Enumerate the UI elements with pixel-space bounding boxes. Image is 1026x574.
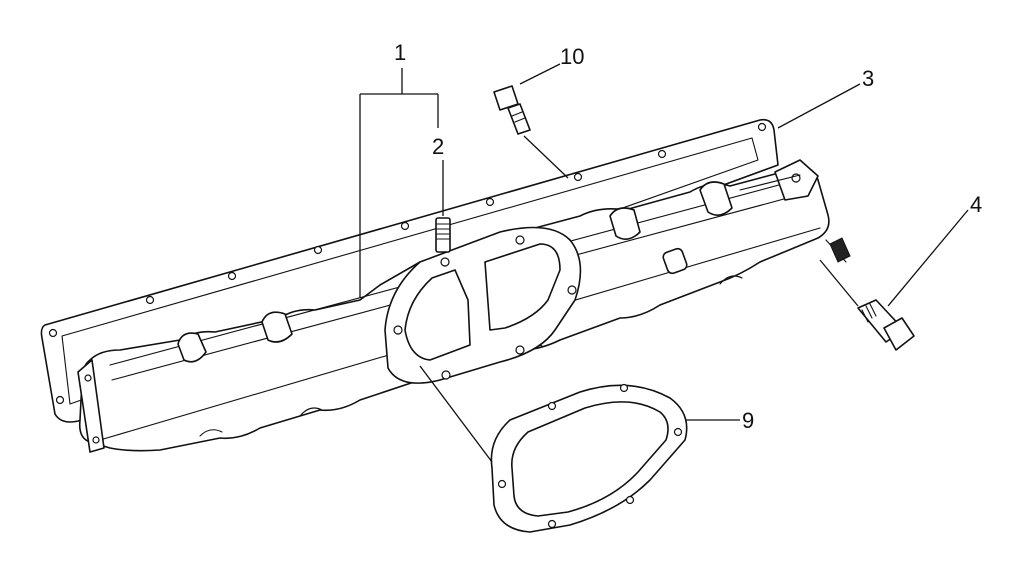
callout-9: 9 [742,408,754,433]
callout-3: 3 [862,66,874,91]
inlet-flange [384,226,582,384]
stud-part-2 [435,217,451,253]
bolt-part-4 [857,299,915,351]
callout-4: 4 [970,192,982,217]
gasket-part-9 [490,383,688,533]
callout-10: 10 [560,44,584,69]
callout-2: 2 [432,134,444,159]
callout-1: 1 [394,40,406,65]
bolt-part-10 [493,85,531,135]
leader-lines [359,63,969,463]
